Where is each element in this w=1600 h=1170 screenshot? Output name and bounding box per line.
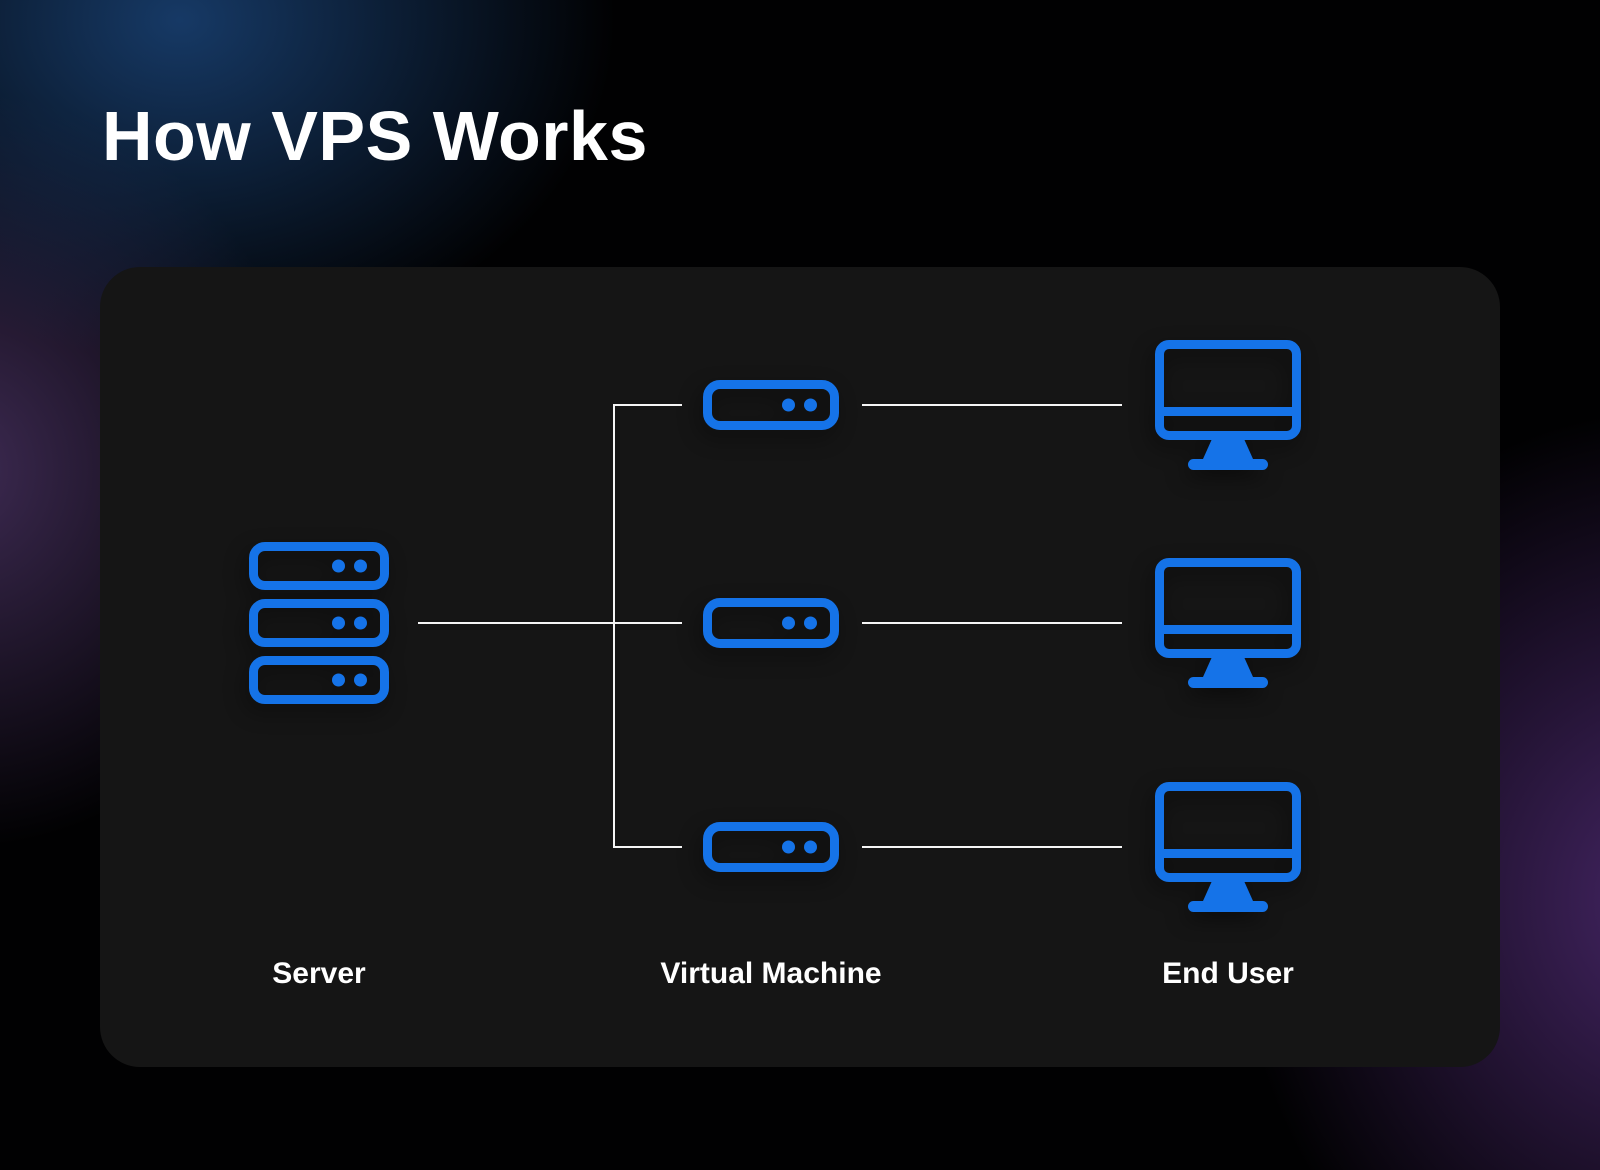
monitor-screen [1155,340,1301,440]
connector-vm1-to-user1 [862,404,1122,406]
server-unit-icon [249,656,389,704]
monitor-icon [1155,782,1301,912]
connector-branch-bottom [614,846,682,848]
monitor-stand [1203,658,1253,677]
server-led-icon [354,559,367,573]
server-unit-icon [249,599,389,647]
connector-vm2-to-user2 [862,622,1122,624]
vm-icon [703,822,839,872]
monitor-screen [1155,782,1301,882]
page-title: How VPS Works [102,97,648,175]
server-led-icon [332,559,345,573]
connector-branch-top [614,404,682,406]
label-virtual-machine: Virtual Machine [660,957,882,990]
monitor-bezel [1164,849,1292,858]
monitor-bezel [1164,625,1292,634]
monitor-screen [1155,558,1301,658]
server-unit-icon [249,542,389,590]
server-led-icon [354,616,367,630]
server-led-icon [332,616,345,630]
vm-icon [703,380,839,430]
vm-led-icon [804,840,817,854]
label-end-user: End User [1162,957,1294,990]
server-led-icon [332,673,345,687]
server-stack-icon [249,542,389,704]
monitor-stand [1203,440,1253,459]
vm-led-icon [782,840,795,854]
vm-led-icon [782,616,795,630]
monitor-icon [1155,558,1301,688]
vm-led-icon [804,616,817,630]
monitor-icon [1155,340,1301,470]
diagram-panel: Server Virtual Machine End User [100,267,1500,1067]
label-server: Server [272,957,366,990]
vm-icon [703,598,839,648]
connector-trunk-line [613,404,615,848]
connector-server-to-trunk [418,622,682,624]
monitor-base [1188,677,1268,688]
server-led-icon [354,673,367,687]
vm-led-icon [804,398,817,412]
monitor-bezel [1164,407,1292,416]
connector-vm3-to-user3 [862,846,1122,848]
monitor-base [1188,901,1268,912]
vm-led-icon [782,398,795,412]
monitor-stand [1203,882,1253,901]
monitor-base [1188,459,1268,470]
